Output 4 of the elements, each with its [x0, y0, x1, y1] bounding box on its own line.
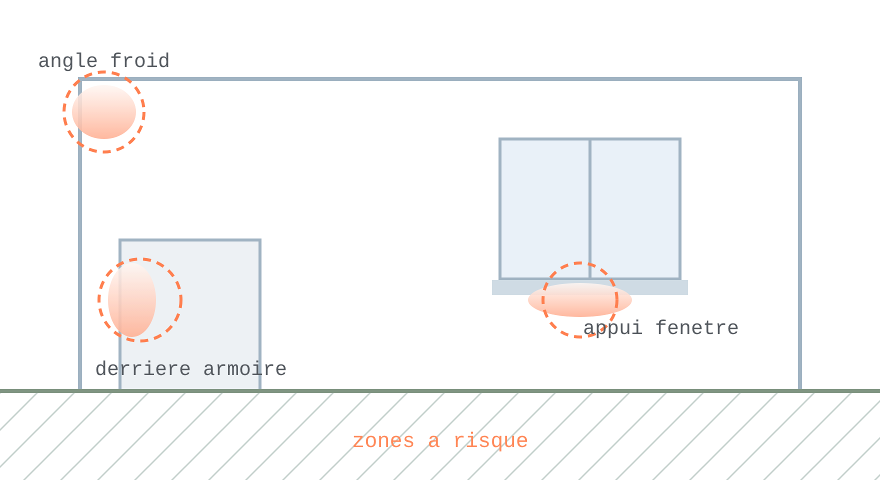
caption-text: zones a risque [352, 432, 528, 453]
zone-label: angle froid [38, 53, 170, 73]
zone-label: derriere armoire [95, 361, 288, 381]
zone-label: appui fenetre [583, 320, 740, 340]
